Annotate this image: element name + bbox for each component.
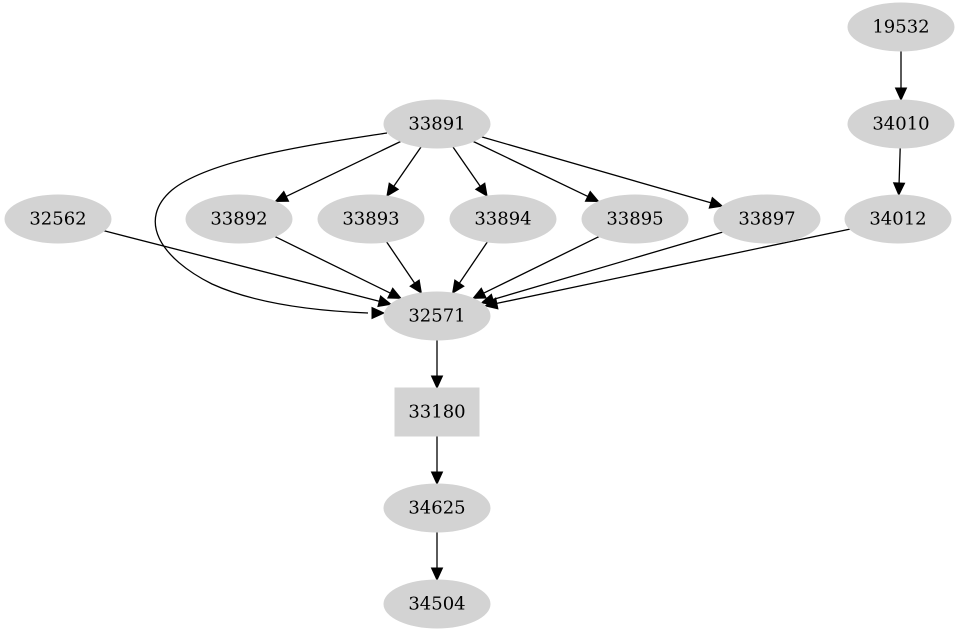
edge-32562-32571 bbox=[103, 230, 393, 308]
arrowhead-icon bbox=[708, 196, 724, 209]
node-label: 33895 bbox=[606, 209, 663, 230]
edge-line bbox=[393, 146, 422, 187]
edge-line bbox=[103, 230, 380, 302]
arrowhead-icon bbox=[430, 471, 444, 486]
node-33180: 33180 bbox=[394, 387, 480, 437]
arrowhead-icon bbox=[474, 182, 488, 198]
node-ellipse bbox=[383, 483, 491, 533]
edge-33180-34625 bbox=[430, 436, 444, 486]
node-34010: 34010 bbox=[847, 99, 955, 149]
arrowhead-icon bbox=[892, 182, 906, 197]
edge-line bbox=[452, 146, 481, 187]
node-34625: 34625 bbox=[383, 483, 491, 533]
node-ellipse bbox=[185, 194, 293, 244]
node-ellipse bbox=[844, 194, 952, 244]
nodes-layer: 19532 34010 33891 32562 33892 33893 33894 33895… bbox=[4, 2, 955, 629]
node-label: 33180 bbox=[408, 402, 465, 423]
arrowhead-icon bbox=[483, 297, 499, 310]
node-32571: 32571 bbox=[383, 291, 491, 341]
node-ellipse bbox=[449, 194, 557, 244]
node-label: 34504 bbox=[408, 594, 465, 615]
edge-33895-32571 bbox=[471, 236, 600, 299]
edge-line bbox=[496, 228, 851, 305]
node-ellipse bbox=[847, 99, 955, 149]
node-34012: 34012 bbox=[844, 194, 952, 244]
arrowhead-icon bbox=[377, 295, 393, 308]
node-label: 33897 bbox=[738, 209, 795, 230]
node-ellipse bbox=[581, 194, 689, 244]
edge-33893-32571 bbox=[386, 241, 423, 295]
arrowhead-icon bbox=[387, 287, 403, 299]
edge-34625-34504 bbox=[430, 532, 444, 582]
node-label: 34625 bbox=[408, 498, 465, 519]
node-label: 33891 bbox=[408, 114, 465, 135]
edge-33891-33893 bbox=[386, 146, 422, 198]
edge-33891-33894 bbox=[452, 146, 488, 198]
node-ellipse bbox=[383, 99, 491, 149]
edge-34012-32571 bbox=[483, 228, 851, 310]
node-ellipse bbox=[383, 291, 491, 341]
edge-line bbox=[274, 236, 391, 294]
arrowhead-icon bbox=[430, 375, 444, 390]
node-ellipse bbox=[847, 2, 955, 52]
edge-line bbox=[154, 132, 388, 314]
node-label: 34012 bbox=[869, 209, 926, 230]
edge-34010-34012 bbox=[892, 147, 906, 197]
arrowhead-icon bbox=[386, 182, 400, 198]
node-34504: 34504 bbox=[383, 579, 491, 629]
edge-33897-32571 bbox=[480, 231, 723, 306]
node-32562: 32562 bbox=[4, 194, 112, 244]
edge-33894-32571 bbox=[451, 241, 488, 295]
edge-32571-33180 bbox=[430, 340, 444, 390]
node-label: 32562 bbox=[29, 209, 86, 230]
node-label: 33892 bbox=[210, 209, 267, 230]
node-label: 33893 bbox=[342, 209, 399, 230]
edge-line bbox=[898, 147, 901, 184]
node-ellipse bbox=[317, 194, 425, 244]
node-33893: 33893 bbox=[317, 194, 425, 244]
edge-33891-33892 bbox=[274, 140, 401, 203]
arrowhead-icon bbox=[584, 190, 600, 203]
edge-33891-32571 bbox=[154, 132, 388, 320]
edge-line bbox=[473, 140, 589, 197]
edge-line bbox=[285, 140, 401, 197]
node-label: 34010 bbox=[872, 114, 929, 135]
arrowhead-icon bbox=[471, 287, 487, 299]
node-33897: 33897 bbox=[713, 194, 821, 244]
arrowhead-icon bbox=[894, 87, 908, 102]
edge-33891-33897 bbox=[481, 136, 724, 209]
node-33892: 33892 bbox=[185, 194, 293, 244]
edge-line bbox=[386, 241, 416, 284]
node-19532: 19532 bbox=[847, 2, 955, 52]
arrowhead-icon bbox=[430, 567, 444, 582]
arrowhead-icon bbox=[409, 279, 423, 295]
edge-33892-32571 bbox=[274, 236, 403, 299]
edge-line bbox=[481, 136, 711, 204]
node-label: 33894 bbox=[474, 209, 531, 230]
node-33895: 33895 bbox=[581, 194, 689, 244]
node-ellipse bbox=[713, 194, 821, 244]
edges-layer bbox=[103, 51, 908, 582]
arrowhead-icon bbox=[371, 306, 386, 320]
node-33891: 33891 bbox=[383, 99, 491, 149]
node-label: 19532 bbox=[872, 17, 929, 38]
edge-line bbox=[492, 231, 723, 301]
node-33894: 33894 bbox=[449, 194, 557, 244]
arrowhead-icon bbox=[451, 279, 465, 295]
node-ellipse bbox=[383, 579, 491, 629]
edge-33891-33895 bbox=[473, 140, 600, 203]
node-box bbox=[394, 387, 480, 437]
arrowhead-icon bbox=[274, 190, 290, 203]
edge-line bbox=[458, 241, 488, 284]
edge-19532-34010 bbox=[894, 51, 908, 102]
node-ellipse bbox=[4, 194, 112, 244]
node-label: 32571 bbox=[408, 306, 465, 327]
edge-line bbox=[483, 236, 600, 294]
